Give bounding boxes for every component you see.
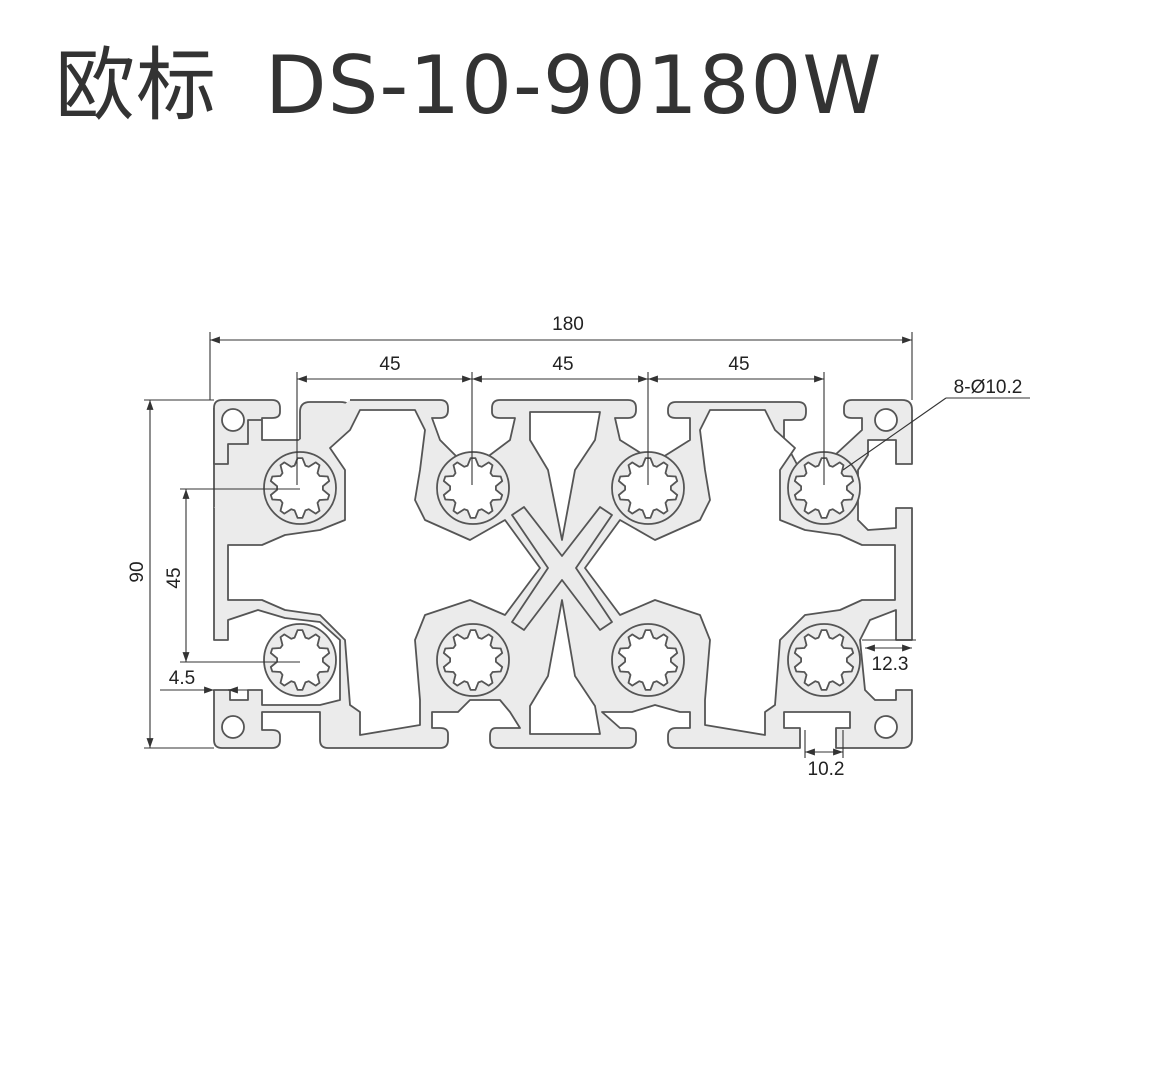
dim-slot-opening: 10.2	[808, 759, 845, 780]
dim-slot-depth: 12.3	[872, 654, 909, 675]
dim-overall-width: 180	[552, 314, 584, 335]
center-bore-6	[442, 629, 504, 691]
center-bore-5	[269, 629, 331, 691]
dim-pitch-x-2: 45	[552, 354, 573, 375]
corner-hole-top-right	[874, 408, 898, 432]
center-bore-1	[269, 457, 331, 519]
dim-wall-thickness: 4.5	[169, 668, 195, 689]
center-bore-7	[617, 629, 679, 691]
model-code: DS-10-90180W	[265, 39, 883, 132]
corner-holes	[221, 408, 898, 739]
dim-pitch-y: 45	[164, 567, 185, 588]
leader-hole-callout	[842, 397, 947, 471]
center-bore-2	[442, 457, 504, 519]
dim-overall-height: 90	[127, 561, 148, 582]
corner-hole-bottom-right	[874, 715, 898, 739]
cavity-top-center	[529, 411, 601, 541]
cavity-right	[584, 409, 896, 736]
corner-hole-top-left	[221, 408, 245, 432]
cavities	[227, 409, 896, 736]
center-bores	[263, 451, 861, 697]
standard-label: 欧标	[55, 39, 217, 132]
cavity-bottom-center	[529, 599, 601, 735]
center-bore-3	[617, 457, 679, 519]
dim-pitch-x-1: 45	[379, 354, 400, 375]
center-bore-4	[793, 457, 855, 519]
center-bore-8	[793, 629, 855, 691]
dim-pitch-x-3: 45	[728, 354, 749, 375]
cavity-left	[227, 409, 541, 736]
corner-hole-bottom-left	[221, 715, 245, 739]
center-web-x	[511, 506, 613, 631]
hole-callout: 8-Ø10.2	[954, 377, 1023, 398]
